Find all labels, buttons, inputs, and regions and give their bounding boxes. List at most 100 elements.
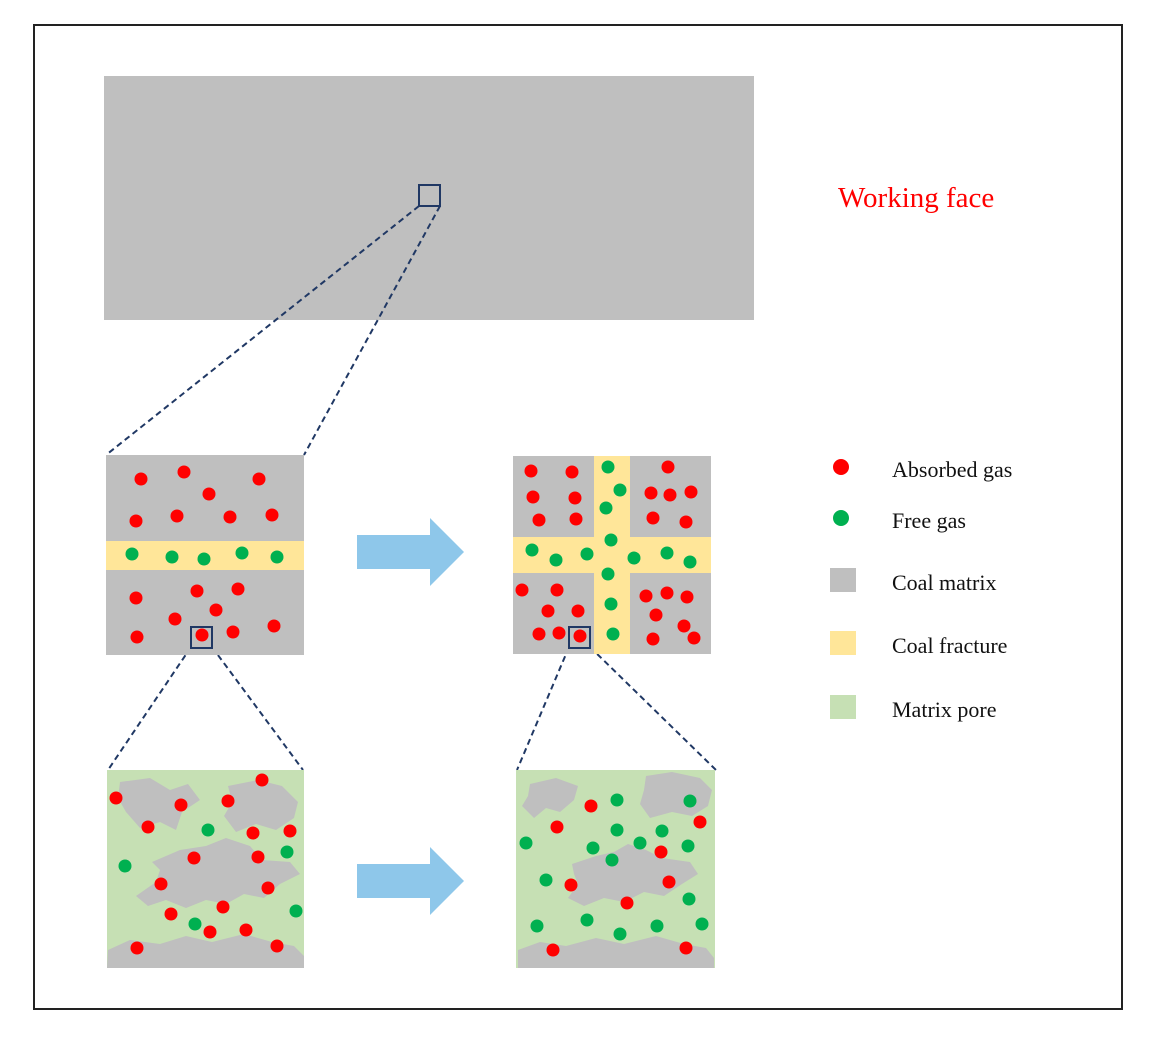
- legend-label: Free gas: [892, 508, 966, 533]
- absorbed-gas-dot: [677, 619, 691, 633]
- legend-swatch-coal-matrix: [830, 568, 856, 592]
- free-gas-dot: [549, 553, 563, 567]
- figure-frame: [33, 24, 1123, 1010]
- absorbed-gas-dot: [662, 875, 676, 889]
- absorbed-gas-dot: [568, 491, 582, 505]
- absorbed-gas-dot: [524, 464, 538, 478]
- absorbed-gas-dot: [265, 508, 279, 522]
- absorbed-gas-dot: [646, 511, 660, 525]
- coal-matrix-grain: [136, 838, 300, 908]
- absorbed-gas-dot: [261, 881, 275, 895]
- free-gas-dot: [627, 551, 641, 565]
- free-gas-dot: [118, 859, 132, 873]
- absorbed-gas-dot: [174, 798, 188, 812]
- connector-line: [107, 646, 192, 771]
- absorbed-gas-dot: [164, 907, 178, 921]
- absorbed-gas-dot: [646, 632, 660, 646]
- coal-matrix-grain: [224, 780, 298, 832]
- free-gas-dot: [280, 845, 294, 859]
- free-gas-dot: [270, 550, 284, 564]
- free-gas-dot: [519, 836, 533, 850]
- free-gas-dot: [165, 550, 179, 564]
- right-arrow: [357, 518, 464, 586]
- free-gas-dot: [525, 543, 539, 557]
- connector-line: [303, 205, 441, 456]
- free-gas-dot: [650, 919, 664, 933]
- absorbed-gas-dot: [129, 514, 143, 528]
- absorbed-gas-dot: [251, 850, 265, 864]
- absorbed-gas-dot: [693, 815, 707, 829]
- free-gas-dot: [530, 919, 544, 933]
- coal-matrix-grain: [518, 936, 714, 968]
- absorbed-gas-dot: [226, 625, 240, 639]
- absorbed-gas-dot: [687, 631, 701, 645]
- free-gas-dot: [695, 917, 709, 931]
- absorbed-gas-dot: [177, 465, 191, 479]
- absorbed-gas-dot: [216, 900, 230, 914]
- absorbed-gas-dot: [584, 799, 598, 813]
- absorbed-gas-dot: [246, 826, 260, 840]
- free-gas-dot: [605, 853, 619, 867]
- free-gas-dot: [660, 546, 674, 560]
- absorbed-gas-dot: [660, 586, 674, 600]
- free-gas-dot: [580, 913, 594, 927]
- legend-label: Absorbed gas: [892, 457, 1012, 482]
- absorbed-gas-dot: [252, 472, 266, 486]
- connector-line: [211, 646, 304, 771]
- free-gas-dot: [681, 839, 695, 853]
- coal-matrix-grain: [107, 934, 304, 968]
- absorbed-gas-dot: [195, 628, 209, 642]
- absorbed-gas-dot: [526, 490, 540, 504]
- absorbed-gas-dot: [130, 630, 144, 644]
- working-face-title: Working face: [838, 182, 994, 214]
- free-gas-dot: [610, 823, 624, 837]
- absorbed-gas-dot: [679, 515, 693, 529]
- absorbed-gas-dot: [168, 612, 182, 626]
- pore-panel-before: [107, 770, 304, 968]
- legend-swatch-free-gas: [833, 510, 849, 526]
- absorbed-gas-dot: [187, 851, 201, 865]
- absorbed-gas-dot: [679, 941, 693, 955]
- coal-panel-before: [106, 455, 304, 655]
- zoom-box-mid-left: [190, 626, 213, 649]
- absorbed-gas-dot: [654, 845, 668, 859]
- free-gas-dot: [613, 927, 627, 941]
- legend-label: Matrix pore: [892, 697, 996, 722]
- absorbed-gas-dot: [221, 794, 235, 808]
- absorbed-gas-dot: [684, 485, 698, 499]
- absorbed-gas-dot: [141, 820, 155, 834]
- absorbed-gas-dot: [239, 923, 253, 937]
- absorbed-gas-dot: [550, 820, 564, 834]
- free-gas-dot: [601, 567, 615, 581]
- absorbed-gas-dot: [202, 487, 216, 501]
- legend-swatch-absorbed-gas: [833, 459, 849, 475]
- zoom-box-working-face: [418, 184, 441, 207]
- absorbed-gas-dot: [532, 627, 546, 641]
- absorbed-gas-dot: [571, 604, 585, 618]
- free-gas-dot: [197, 552, 211, 566]
- absorbed-gas-dot: [661, 460, 675, 474]
- free-gas-dot: [633, 836, 647, 850]
- coal-matrix-grain: [118, 778, 200, 830]
- free-gas-dot: [683, 555, 697, 569]
- working-face-block: [104, 76, 754, 320]
- absorbed-gas-dot: [565, 465, 579, 479]
- connector-line: [105, 205, 420, 456]
- coal-matrix-grain: [568, 844, 698, 906]
- absorbed-gas-dot: [109, 791, 123, 805]
- absorbed-gas-dot: [541, 604, 555, 618]
- free-gas-dot: [539, 873, 553, 887]
- free-gas-dot: [599, 501, 613, 515]
- absorbed-gas-dot: [649, 608, 663, 622]
- absorbed-gas-dot: [532, 513, 546, 527]
- coal-matrix-grain: [640, 772, 712, 818]
- legend-label: Coal fracture: [892, 633, 1007, 658]
- absorbed-gas-dot: [223, 510, 237, 524]
- absorbed-gas-dot: [573, 629, 587, 643]
- legend-swatch-matrix-pore: [830, 695, 856, 719]
- legend-swatch-coal-fracture: [830, 631, 856, 655]
- free-gas-dot: [604, 533, 618, 547]
- legend-label: Coal matrix: [892, 570, 996, 595]
